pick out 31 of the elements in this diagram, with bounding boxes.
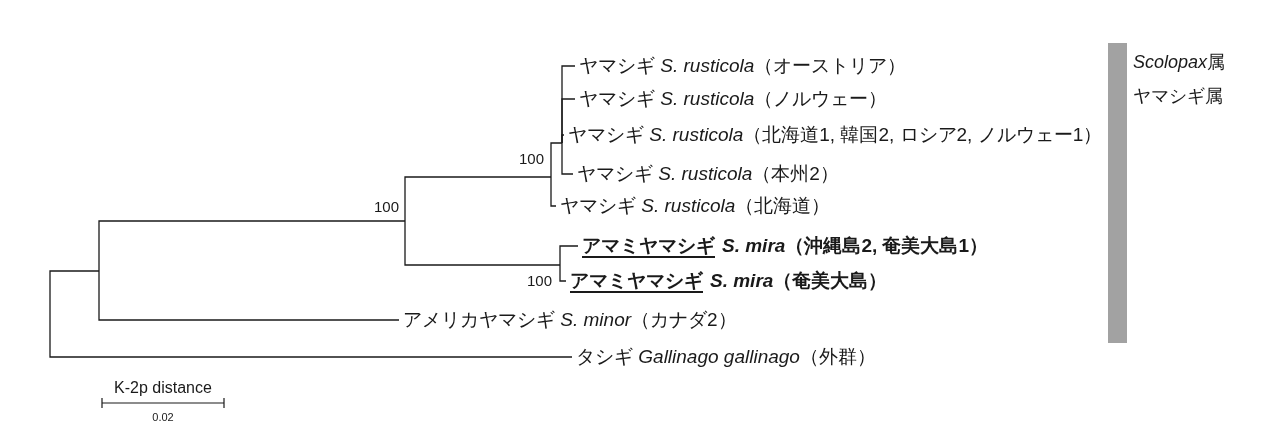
- tree-branch: [98, 220, 406, 272]
- clade-bar: [1108, 43, 1127, 343]
- tree-branch: [49, 313, 573, 358]
- scale-value: 0.02: [152, 410, 174, 424]
- tree-branch: [561, 142, 574, 175]
- genus-label: ヤマシギ属: [1133, 85, 1223, 107]
- taxon-label: ヤマシギ S. rusticola（北海道1, 韓国2, ロシア2, ノルウェー1）: [564, 123, 1103, 147]
- species-name: アマミヤマシギ: [570, 270, 703, 291]
- tree-branch: [561, 134, 565, 144]
- tree-branch: [404, 176, 552, 222]
- taxon-label: ヤマシギ S. rusticola（本州2）: [573, 162, 839, 186]
- taxon-label: ヤマシギ S. rusticola（オーストリア）: [575, 54, 907, 78]
- bootstrap-value: 100: [518, 148, 544, 168]
- taxon-label: アメリカヤマシギ S. minor（カナダ2）: [399, 308, 737, 332]
- bootstrap-value: 100: [373, 196, 399, 216]
- genus-label: Scolopax属: [1133, 51, 1226, 73]
- taxon-label: S. mira（奄美大島）: [710, 270, 888, 291]
- bootstrap-value: 100: [526, 270, 552, 290]
- taxon-label: ヤマシギ S. rusticola（北海道）: [556, 194, 831, 218]
- tree-branch: [404, 220, 561, 266]
- tree-branch: [559, 264, 567, 282]
- taxon-label: S. mira（沖縄島2, 奄美大島1）: [722, 235, 989, 256]
- taxon-label: ヤマシギ S. rusticola（ノルウェー）: [575, 87, 888, 111]
- scale-title: K-2p distance: [114, 378, 212, 398]
- tree-branch: [550, 142, 563, 178]
- tree-branch: [98, 270, 400, 321]
- tree-branch: [559, 245, 579, 266]
- taxon-label: タシギ Gallinago gallinago（外群）: [572, 345, 876, 369]
- tree-branch: [49, 270, 100, 315]
- tree-branch: [550, 176, 557, 207]
- species-name: アマミヤマシギ: [582, 235, 715, 256]
